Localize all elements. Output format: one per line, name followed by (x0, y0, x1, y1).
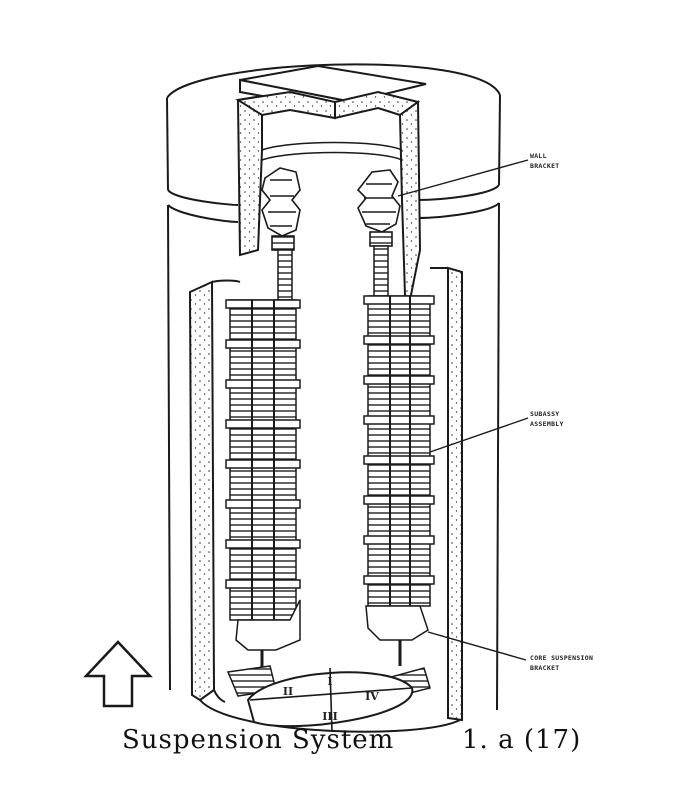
concrete-wall-section (235, 90, 422, 303)
quadrant-label-1: I (327, 675, 332, 688)
leader-lines (397, 159, 529, 661)
callout-assembly: SUBASSY ASSEMBLY (530, 410, 564, 428)
callout-wall-bracket: WALL BRACKET (530, 152, 560, 170)
label-assembly-line1: SUBASSY (530, 410, 560, 418)
lower-wall-edges (211, 267, 448, 703)
quadrant-label-3: III (322, 710, 337, 723)
outer-cylinder (166, 63, 501, 733)
callout-core-bracket: CORE SUSPENSION BRACKET (530, 654, 593, 672)
right-assembly-column (363, 245, 435, 699)
base-platform (246, 667, 414, 733)
label-wall-bracket-line2: BRACKET (530, 162, 560, 170)
up-arrow-icon (83, 640, 153, 708)
quadrant-labels: I II III IV (283, 675, 379, 723)
left-assembly-column (225, 249, 301, 697)
label-wall-bracket-line1: WALL (530, 152, 547, 160)
label-assembly-line2: ASSEMBLY (530, 420, 564, 428)
right-wall-bracket (356, 169, 401, 247)
caption-title: Suspension System (122, 725, 394, 755)
lower-side-walls (188, 266, 463, 722)
caption-ref: 1. a (17) (462, 725, 581, 755)
left-wall-bracket (261, 167, 301, 251)
quadrant-label-2: II (283, 685, 293, 698)
quadrant-label-4: IV (365, 690, 379, 703)
label-core-bracket-line2: BRACKET (530, 664, 560, 672)
inner-ceiling (261, 141, 403, 161)
label-core-bracket-line1: CORE SUSPENSION (530, 654, 593, 662)
